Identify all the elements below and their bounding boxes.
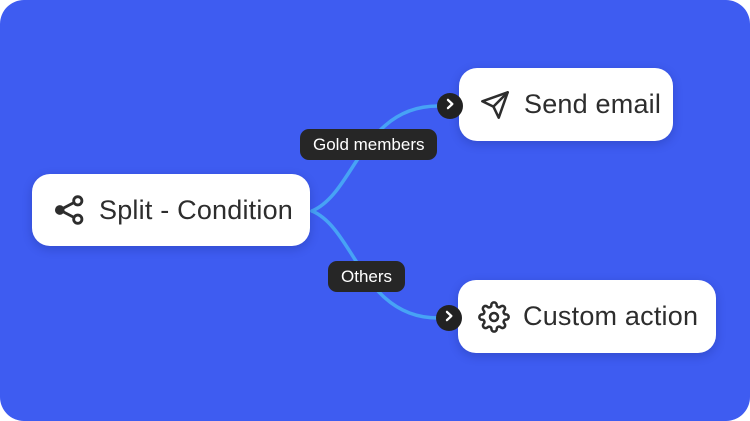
split-branch-icon [52,193,86,227]
branch-label-others[interactable]: Others [328,261,406,292]
send-email-icon [479,89,511,121]
node-title: Custom action [523,301,699,331]
branch-label-text: Others [341,267,393,286]
branch-port-chevron-send[interactable] [437,93,463,119]
gear-icon [478,300,510,333]
branch-label-text: Gold members [313,135,425,154]
node-title: Split - Condition [99,194,293,225]
node-split-condition[interactable]: Split - Condition [32,174,310,246]
node-send-email[interactable]: Send email [459,68,673,141]
branch-label-gold-members[interactable]: Gold members [300,129,438,160]
node-title: Send email [524,89,662,119]
node-custom-action[interactable]: Custom action [458,280,716,353]
chevron-right-icon [443,97,457,116]
chevron-right-icon [442,309,456,328]
branch-port-chevron-custom[interactable] [436,305,462,331]
